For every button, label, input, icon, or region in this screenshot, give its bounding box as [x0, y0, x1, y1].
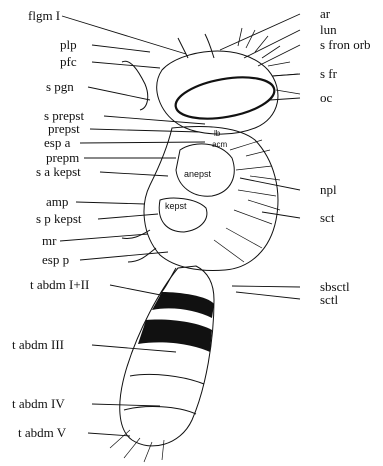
label-oc: oc — [320, 91, 332, 105]
label-s-p-kepst: s p kepst — [36, 212, 82, 226]
leader-oc — [270, 98, 300, 100]
label-t-abdm-v: t abdm V — [18, 426, 66, 440]
label-prepst: prepst — [48, 122, 80, 136]
leader-s-pgn — [88, 87, 150, 100]
label-acm: acm — [212, 140, 227, 149]
label-t-abdm-i-ii: t abdm I+II — [30, 278, 89, 292]
label-prepm: prepm — [46, 151, 79, 165]
label-t-abdm-iii: t abdm III — [12, 338, 64, 352]
label-s-a-kepst: s a kepst — [36, 165, 81, 179]
leader-t-abdm-i-ii — [110, 285, 186, 300]
label-t-abdm-iv: t abdm IV — [12, 397, 65, 411]
leader-sct — [262, 212, 300, 218]
leader-npl — [240, 178, 300, 190]
abdomen-tergite-3 — [138, 319, 212, 352]
leader-t-abdm-iv — [92, 404, 160, 406]
label-plp: plp — [60, 38, 77, 52]
leader-s-fr — [272, 74, 300, 76]
label-amp: amp — [46, 195, 68, 209]
label-kepst: kepst — [165, 202, 187, 211]
leader-flgm-i — [62, 16, 186, 54]
label-esp-a: esp a — [44, 136, 70, 150]
palp — [122, 61, 148, 110]
leader-s-p-kepst — [98, 214, 158, 219]
leader-pfc — [92, 62, 160, 68]
label-sctl: sctl — [320, 293, 338, 307]
label-s-pgn: s pgn — [46, 80, 74, 94]
label-lb: lb — [214, 129, 220, 138]
leader-amp — [76, 202, 145, 204]
label-esp-p: esp p — [42, 253, 69, 267]
legs-stubs — [122, 230, 176, 294]
leader-esp-p — [80, 252, 168, 260]
label-sct: sct — [320, 211, 334, 225]
label-pfc: pfc — [60, 55, 77, 69]
label-s-fr: s fr — [320, 67, 337, 81]
leader-sctl — [236, 292, 300, 299]
label-s-fron-orb: s fron orb — [320, 38, 371, 52]
compound-eye — [172, 71, 277, 126]
label-ar: ar — [320, 7, 330, 21]
abdomen-tergite-1-2 — [152, 292, 214, 318]
leader-sbsctl — [232, 286, 300, 287]
label-npl: npl — [320, 183, 337, 197]
leader-ar — [220, 14, 300, 50]
leader-s-a-kepst — [100, 172, 168, 176]
label-lun: lun — [320, 23, 337, 37]
leader-plp — [92, 45, 150, 52]
leader-lun — [244, 30, 300, 58]
leader-prepst — [90, 129, 200, 132]
label-mr: mr — [42, 234, 56, 248]
thorax-setae — [214, 140, 280, 262]
abdomen-band-lines — [124, 374, 204, 414]
label-anepst: anepst — [184, 170, 211, 179]
antenna — [178, 34, 214, 58]
label-flgm-i: flgm I — [28, 9, 60, 23]
leader-esp-a — [80, 142, 205, 143]
leader-t-abdm-v — [88, 433, 130, 436]
